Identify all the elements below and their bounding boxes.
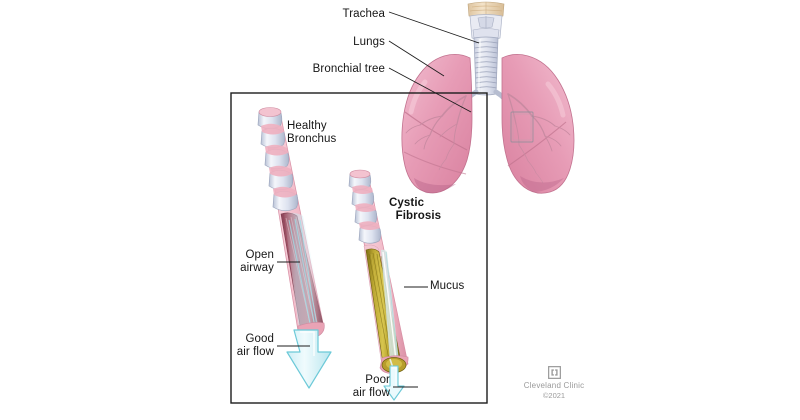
larynx-illustration: [467, 1, 505, 19]
label-open-airway: Open airway: [240, 249, 274, 274]
label-mucus: Mucus: [430, 280, 465, 292]
trachea-illustration: [473, 36, 499, 96]
credit-copyright: ©2021: [542, 391, 566, 400]
label-lungs: Lungs: [353, 36, 385, 48]
leader-line-trachea: [388, 11, 480, 44]
lung-callout-box: [510, 111, 534, 143]
leader-lines-inset: [277, 261, 428, 388]
label-poor-air-flow: Poor air flow: [352, 374, 390, 399]
leader-lines-top: [388, 11, 480, 113]
healthy-bronchus-illustration: [257, 107, 325, 339]
lung-left: [401, 54, 473, 194]
label-trachea: Trachea: [342, 8, 385, 20]
lung-right: [501, 54, 575, 194]
cleveland-clinic-credit: Cleveland Clinic ©2021: [519, 366, 589, 400]
lungs-and-trachea-figure: [401, 1, 575, 194]
cleveland-clinic-logo-icon: [547, 366, 561, 379]
label-good-air-flow: Good air flow: [236, 333, 274, 358]
leader-line-lungs: [388, 40, 445, 77]
label-cystic-fibrosis: Cystic Fibrosis: [389, 197, 442, 222]
good-airflow-arrow: [286, 329, 332, 389]
bronchial-tree-left: [405, 95, 467, 171]
bronchial-tree-right: [507, 93, 571, 184]
cystic-fibrosis-bronchus-illustration: [348, 169, 409, 374]
credit-organization: Cleveland Clinic: [523, 381, 585, 390]
poor-airflow-arrow: [383, 365, 405, 401]
laryngeal-cartilage: [469, 14, 503, 41]
inset-frame: [230, 92, 488, 404]
label-healthy-bronchus: Healthy Bronchus: [287, 120, 337, 145]
leader-line-bronchial-tree: [388, 67, 472, 113]
label-bronchial-tree: Bronchial tree: [312, 63, 385, 75]
